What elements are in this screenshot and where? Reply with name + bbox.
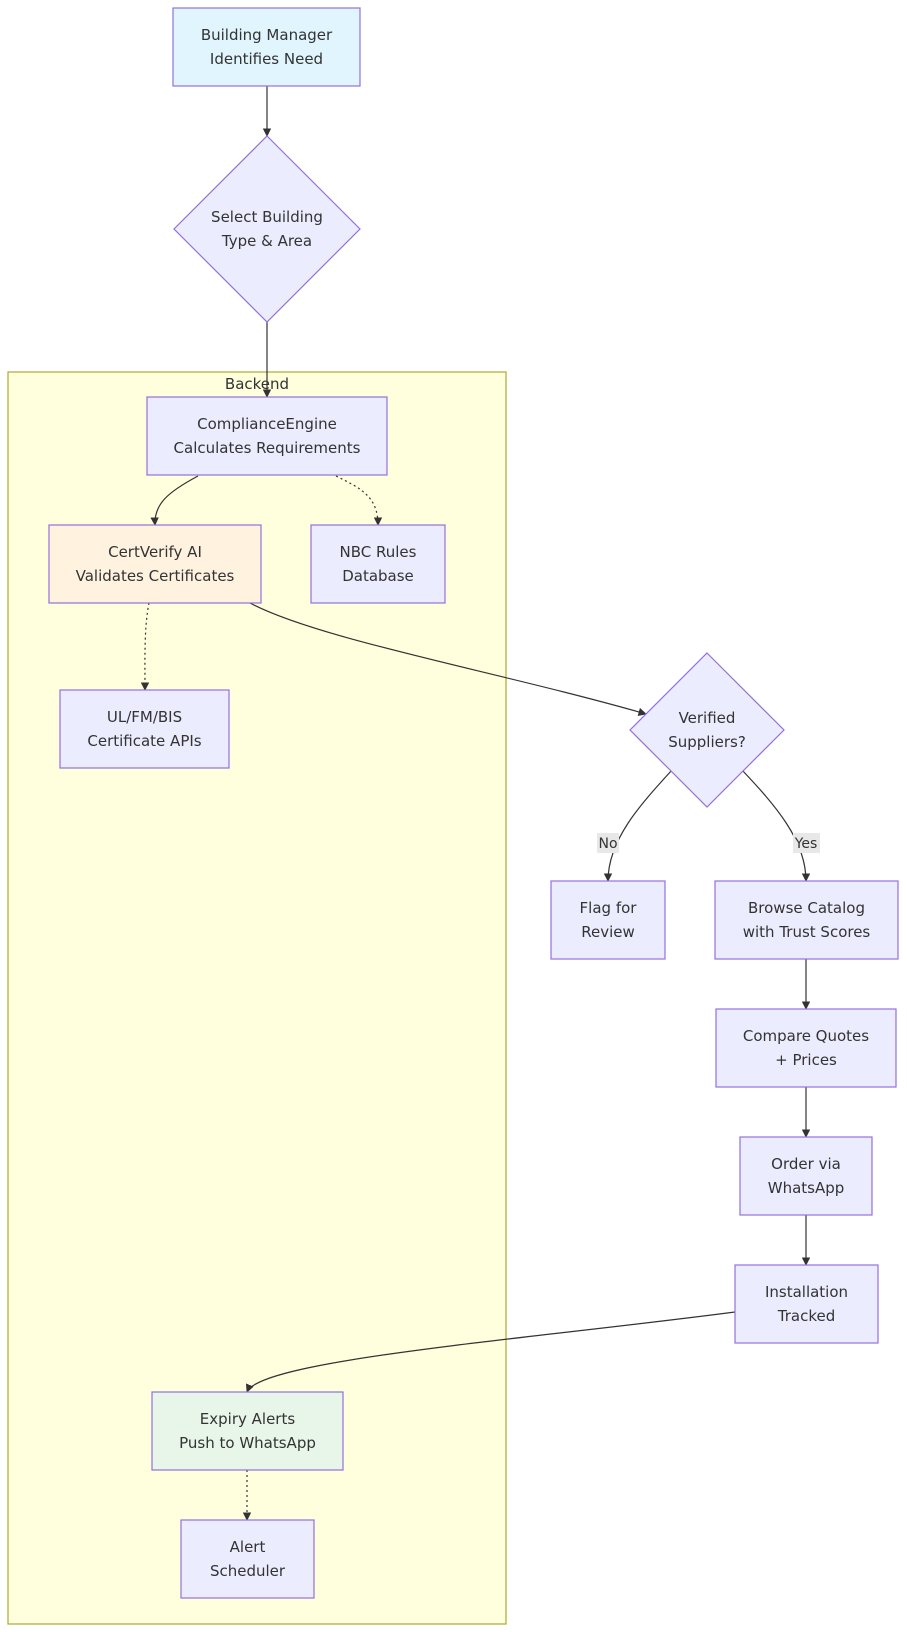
node-select-shape <box>173 135 361 323</box>
edge-label-no: No <box>597 833 619 853</box>
node-certverify-label-1: Validates Certificates <box>76 567 235 585</box>
edge-verified-flag <box>603 769 673 882</box>
edge-label-yes: Yes <box>793 833 820 853</box>
node-flag-label-1: Review <box>581 923 635 941</box>
node-order-shape <box>739 1136 873 1216</box>
node-expiry-label-1: Push to WhatsApp <box>179 1434 316 1452</box>
node-certapis-label-1: Certificate APIs <box>87 732 201 750</box>
edge-engine-nbc <box>335 475 383 526</box>
node-engine-label-1: Calculates Requirements <box>174 439 361 457</box>
node-certverify-label-0: CertVerify AI <box>108 543 202 561</box>
node-start-label-1: Identifies Need <box>210 50 323 68</box>
node-browse-label-1: with Trust Scores <box>743 923 871 941</box>
node-compare-shape <box>715 1008 897 1088</box>
node-expiry-shape <box>151 1391 344 1471</box>
node-select-label-1: Type & Area <box>221 232 312 250</box>
node-nbc-label-1: Database <box>342 567 414 585</box>
node-install-label-1: Tracked <box>777 1307 835 1325</box>
backend-cluster-label: Backend <box>225 375 289 393</box>
node-certapis-label-0: UL/FM/BIS <box>107 708 182 726</box>
node-verified-label-0: Verified <box>679 709 736 727</box>
node-select-label-0: Select Building <box>211 208 323 226</box>
edge-install-expiry <box>246 1311 736 1393</box>
node-certverify: CertVerify AI Validates Certificates <box>48 524 262 604</box>
node-browse-label-0: Browse Catalog <box>748 899 865 917</box>
node-start-shape <box>172 7 361 87</box>
node-certverify-shape <box>48 524 262 604</box>
node-scheduler-shape <box>180 1519 315 1599</box>
edge-certverify-verified <box>249 602 647 716</box>
node-compare-label-1: + Prices <box>775 1051 837 1069</box>
edge-engine-certverify <box>150 475 199 526</box>
node-scheduler-label-1: Scheduler <box>210 1562 286 1580</box>
node-order-label-0: Order via <box>771 1155 841 1173</box>
edge-label-no-text: No <box>598 836 617 852</box>
edge-verified-browse <box>741 769 811 882</box>
node-nbc-label-0: NBC Rules <box>340 543 417 561</box>
node-install-label-0: Installation <box>765 1283 848 1301</box>
node-compare: Compare Quotes + Prices <box>715 1008 897 1088</box>
node-nbc-shape <box>310 524 446 604</box>
node-compare-label-0: Compare Quotes <box>743 1027 869 1045</box>
edge-label-yes-text: Yes <box>794 836 818 852</box>
node-scheduler-label-0: Alert <box>230 1538 266 1556</box>
node-engine-shape <box>146 396 388 476</box>
node-browse: Browse Catalog with Trust Scores <box>714 880 899 960</box>
node-browse-shape <box>714 880 899 960</box>
node-flag-label-0: Flag for <box>580 899 638 917</box>
node-verified-label-1: Suppliers? <box>668 733 746 751</box>
node-order-label-1: WhatsApp <box>768 1179 845 1197</box>
node-verified-shape <box>629 652 785 808</box>
node-engine-label-0: ComplianceEngine <box>197 415 337 433</box>
node-start-label-0: Building Manager <box>201 26 333 44</box>
node-certapis-shape <box>59 689 230 769</box>
node-flag-shape <box>550 880 666 960</box>
edges <box>140 86 811 1521</box>
node-install-shape <box>734 1264 879 1344</box>
node-expiry-label-0: Expiry Alerts <box>200 1410 296 1428</box>
node-certapis: UL/FM/BIS Certificate APIs <box>59 689 230 769</box>
edge-certverify-certapis <box>140 602 150 691</box>
